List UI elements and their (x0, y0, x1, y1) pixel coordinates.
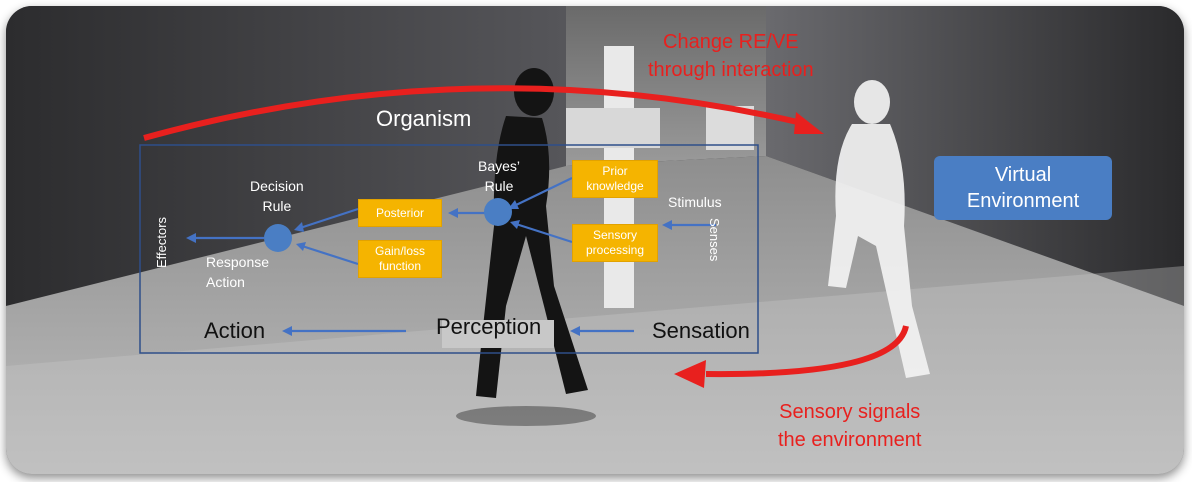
top-red-arc (143, 85, 807, 141)
action-label: Action (204, 318, 266, 343)
sensation-label: Sensation (652, 318, 750, 343)
bayes-rule-label: Bayes’ Rule (478, 156, 520, 196)
prior-line1: Prior (602, 164, 628, 178)
response-action-label: Response Action (206, 252, 269, 292)
scene-background (6, 6, 1184, 474)
ve-line2: Environment (966, 190, 1080, 212)
organism-label: Organism (376, 106, 472, 131)
gain-loss-box: Gain/loss function (358, 240, 442, 278)
decision-node (264, 224, 292, 252)
organism-box (139, 144, 759, 354)
diagram-frame: Change RE/VE through interaction Sensory… (6, 6, 1184, 474)
perception-highlight (442, 320, 554, 348)
decision-rule-line2: Rule (262, 198, 292, 214)
prior-knowledge-box: Prior knowledge (572, 160, 658, 198)
bottom-annotation-line1: Sensory signals (779, 401, 921, 423)
posterior-box: Posterior (358, 199, 442, 227)
sensory-line2: processing (585, 243, 645, 257)
virtual-avatar (828, 80, 930, 378)
pillar-cross (566, 108, 660, 148)
gain-loss-line2: function (378, 259, 422, 273)
senses-label: Senses (707, 218, 722, 262)
walking-person (476, 68, 588, 398)
gain-loss-line1: Gain/loss (374, 244, 426, 258)
perception-label: Perception (436, 314, 542, 339)
flow-arrows (186, 177, 716, 336)
stimulus-label: Stimulus (668, 194, 722, 210)
sensory-processing-box: Sensory processing (572, 224, 658, 262)
effectors-label: Effectors (154, 216, 169, 268)
virtual-environment-box: Virtual Environment (934, 156, 1112, 220)
bayes-rule-line2: Rule (484, 178, 514, 194)
response-line1: Response (206, 254, 270, 270)
top-annotation-line2: through interaction (648, 59, 814, 81)
ve-line1: Virtual (994, 164, 1052, 186)
bottom-red-arc (705, 325, 909, 378)
left-wall (6, 6, 566, 306)
bayes-node (484, 198, 512, 226)
bayes-rule-line1: Bayes’ (478, 158, 521, 174)
prior-line2: knowledge (586, 179, 644, 193)
top-annotation-line1: Change RE/VE (663, 31, 799, 53)
bottom-annotation: Sensory signals the environment (778, 398, 921, 454)
decision-rule-line1: Decision (250, 178, 304, 194)
response-line2: Action (206, 274, 245, 290)
decision-rule-label: Decision Rule (250, 176, 304, 216)
top-annotation: Change RE/VE through interaction (648, 28, 814, 84)
sensory-line1: Sensory (592, 228, 638, 242)
bottom-annotation-line2: the environment (778, 429, 922, 451)
